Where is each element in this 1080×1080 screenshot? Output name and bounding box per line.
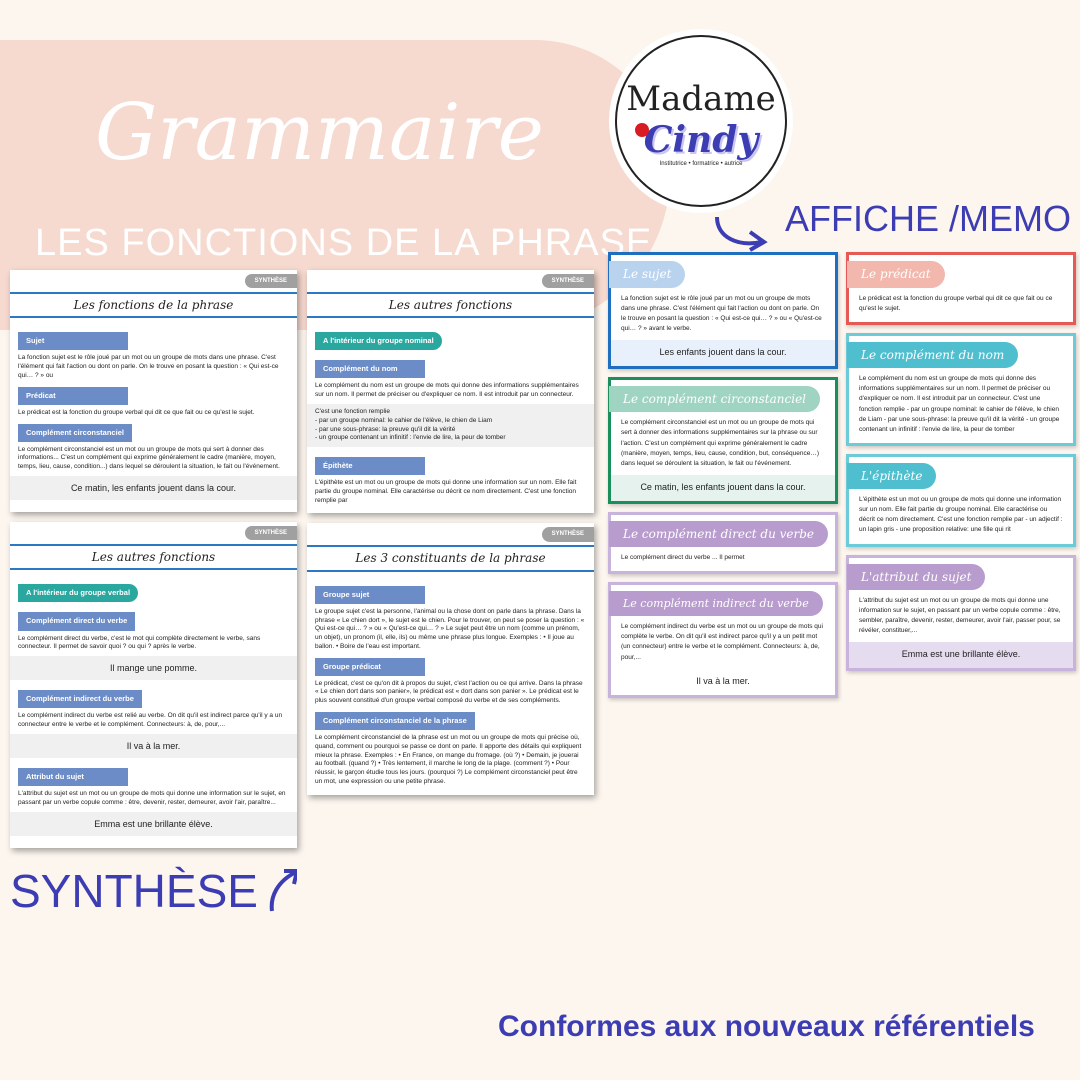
synthese-label: SYNTHÈSE xyxy=(10,864,258,917)
section-text: Le prédicat, c'est ce qu'on dit à propos… xyxy=(315,679,583,705)
example-sentence: Ce matin, les enfants jouent dans la cou… xyxy=(10,475,297,501)
memo-card-sujet: Le sujet La fonction sujet est le rôle j… xyxy=(608,252,838,369)
example-sentence: Les enfants jouent dans la cour. xyxy=(611,339,835,366)
memo-card-attribut-du-sujet: L'attribut du sujet L'attribut du sujet … xyxy=(846,554,1076,672)
affiche-memo-label: AFFICHE /MEMO xyxy=(785,198,1071,239)
section-text: L'épithète est un mot ou un groupe de mo… xyxy=(315,479,577,504)
synthese-caption: SYNTHÈSE xyxy=(10,864,297,918)
page-subtitle: LES FONCTIONS DE LA PHRASE xyxy=(35,222,653,264)
memo-card-complement-circonstanciel: Le complément circonstanciel Le compléme… xyxy=(608,376,838,504)
sheet-title: Les autres fonctions xyxy=(307,292,594,319)
group-heading: A l'intérieur du groupe verbal xyxy=(18,584,139,603)
card-title: Le complément indirect du verbe xyxy=(609,591,823,617)
card-text: Le prédicat est la fonction du groupe ve… xyxy=(859,294,1053,312)
section-heading: Épithète xyxy=(315,457,425,476)
synthese-badge: SYNTHÈSE xyxy=(244,274,297,289)
card-text: Le complément direct du verbe ... Il per… xyxy=(621,554,745,562)
synthese-sheet: SYNTHÈSE Les autres fonctions A l'intéri… xyxy=(10,522,297,848)
logo: Madame Cindy Institutrice • formatrice •… xyxy=(615,35,787,207)
section-heading: Groupe prédicat xyxy=(315,657,425,676)
section-text: Le prédicat est la fonction du groupe ve… xyxy=(18,408,255,416)
memo-card-predicat: Le prédicat Le prédicat est la fonction … xyxy=(846,252,1076,325)
synthese-badge: SYNTHÈSE xyxy=(541,274,594,289)
card-text: Le complément indirect du verbe est un m… xyxy=(621,623,823,661)
memo-card-epithete: L'épithète L'épithète est un mot ou un g… xyxy=(846,453,1076,547)
sheet-title: Les fonctions de la phrase xyxy=(10,292,297,319)
card-title: L'épithète xyxy=(847,462,937,490)
group-heading: A l'intérieur du groupe nominal xyxy=(315,332,442,351)
cherry-icon xyxy=(635,123,649,137)
example-sentence: Il va à la mer. xyxy=(696,675,750,686)
list-item: - un groupe contenant un infinitif : l'e… xyxy=(315,434,506,442)
card-title: Le complément direct du verbe xyxy=(609,520,829,548)
section-text: L'attribut du sujet est un mot ou un gro… xyxy=(18,790,286,806)
section-heading: Complément circonstanciel xyxy=(18,423,132,442)
section-heading: Complément direct du verbe xyxy=(18,612,136,631)
section-heading: Complément du nom xyxy=(315,360,425,379)
card-title: Le sujet xyxy=(609,261,686,288)
card-text: Le complément du nom est un groupe de mo… xyxy=(859,375,1060,433)
section-text: La fonction sujet est le rôle joué par u… xyxy=(18,354,279,379)
logo-tagline: Institutrice • formatrice • autrice xyxy=(659,161,743,167)
list-item: - par un groupe nominal: le cahier de l'… xyxy=(315,416,493,424)
section-text: Le complément indirect du verbe est reli… xyxy=(18,712,283,729)
card-title: Le prédicat xyxy=(847,261,945,288)
example-sentence: Il va à la mer. xyxy=(10,733,297,758)
example-sentence: Emma est une brillante élève. xyxy=(849,642,1073,669)
memo-card-complement-direct: Le complément direct du verbe Le complém… xyxy=(608,511,838,575)
section-heading: Complément indirect du verbe xyxy=(18,690,142,709)
example-sentence: Emma est une brillante élève. xyxy=(10,811,297,836)
section-heading: Groupe sujet xyxy=(315,585,425,604)
section-text: Le complément direct du verbe, c'est le … xyxy=(18,634,261,651)
memo-cards: Le sujet La fonction sujet est le rôle j… xyxy=(608,252,1076,698)
memo-card-complement-du-nom: Le complément du nom Le complément du no… xyxy=(846,332,1076,446)
synthese-badge: SYNTHÈSE xyxy=(244,526,297,541)
list-item: C'est une fonction remplie xyxy=(315,407,390,415)
card-text: La fonction sujet est le rôle joué par u… xyxy=(621,294,822,332)
logo-line1: Madame xyxy=(626,79,776,119)
section-text: Le complément du nom est un groupe de mo… xyxy=(315,382,579,399)
card-title: Le complément circonstanciel xyxy=(609,385,821,413)
synthese-sheet: SYNTHÈSE Les 3 constituants de la phrase… xyxy=(307,523,594,795)
sheet-title: Les 3 constituants de la phrase xyxy=(307,545,594,572)
card-text: L'attribut du sujet est un mot ou un gro… xyxy=(859,597,1061,635)
synthese-badge: SYNTHÈSE xyxy=(541,527,594,542)
section-heading: Attribut du sujet xyxy=(18,767,128,787)
list-item: - par une sous-phrase: la preuve qu'il d… xyxy=(315,425,456,433)
section-text: Le complément circonstanciel de la phras… xyxy=(315,734,582,785)
section-heading: Sujet xyxy=(18,332,128,351)
section-text: Le groupe sujet c'est la personne, l'ani… xyxy=(315,607,585,650)
example-sentence: Ce matin, les enfants jouent dans la cou… xyxy=(611,474,835,501)
section-heading: Prédicat xyxy=(18,386,128,405)
page-title: Grammaire xyxy=(95,88,544,178)
synthese-sheets: SYNTHÈSE Les fonctions de la phrase Suje… xyxy=(10,270,595,918)
sheet-title: Les autres fonctions xyxy=(10,544,297,571)
synthese-sheet: SYNTHÈSE Les fonctions de la phrase Suje… xyxy=(10,270,297,513)
arrow-icon xyxy=(715,216,768,252)
card-title: L'attribut du sujet xyxy=(847,563,986,591)
memo-card-complement-indirect: Le complément indirect du verbe Le compl… xyxy=(608,582,838,698)
conformes-label: Conformes aux nouveaux référentiels xyxy=(498,1010,1035,1043)
section-heading: Complément circonstanciel de la phrase xyxy=(315,712,475,731)
card-text: Le complément circonstanciel est un mot … xyxy=(621,419,819,467)
card-text: L'épithète est un mot ou un groupe de mo… xyxy=(859,496,1063,534)
card-title: Le complément du nom xyxy=(847,341,1019,369)
example-sentence: Il mange une pomme. xyxy=(10,656,297,681)
arrow-icon xyxy=(269,868,297,912)
logo-line2: Cindy xyxy=(643,119,759,161)
synthese-sheet: SYNTHÈSE Les autres fonctions A l'intéri… xyxy=(307,270,594,514)
section-text: Le complément circonstanciel est un mot … xyxy=(18,445,280,471)
